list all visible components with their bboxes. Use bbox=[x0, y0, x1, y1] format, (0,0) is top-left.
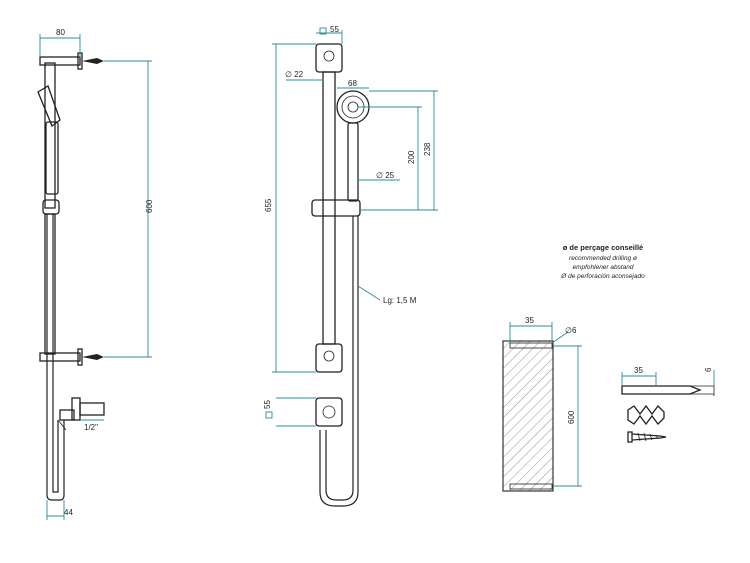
side-width-label: 80 bbox=[56, 28, 65, 37]
front-rail-dia-label: ∅ 22 bbox=[285, 70, 304, 79]
note-line2: empfohlener abstand bbox=[572, 264, 633, 271]
side-bottom-screw-icon bbox=[82, 354, 104, 360]
note-line1: recommended drilling ø bbox=[569, 255, 637, 262]
front-hand-200-label: 200 bbox=[407, 150, 416, 164]
fixing-detail: 35 6 bbox=[621, 366, 715, 443]
front-bracket-label: 55 bbox=[330, 25, 339, 34]
side-top-bracket bbox=[39, 56, 81, 66]
front-bottom-bracket-label: 55 bbox=[263, 400, 272, 409]
front-head-dia-label: 68 bbox=[348, 79, 357, 88]
side-wall-outlet bbox=[71, 397, 81, 421]
drill-dia-label: 6 bbox=[704, 367, 713, 372]
side-top-screw-icon bbox=[82, 58, 104, 64]
note-title: ø de perçage conseillé bbox=[563, 243, 643, 252]
front-rail bbox=[322, 71, 336, 345]
note-line3: Ø de perforación aconsejado bbox=[560, 273, 645, 280]
front-hose bbox=[325, 216, 354, 501]
side-height-label: 600 bbox=[145, 199, 154, 213]
wall-detail: 35 ∅6 600 bbox=[502, 316, 582, 492]
front-mid-bracket bbox=[315, 343, 343, 373]
side-rail-upper bbox=[44, 62, 56, 209]
side-rail-lower bbox=[44, 213, 56, 355]
front-outlet-bracket bbox=[315, 397, 343, 427]
side-hand-shower-head bbox=[37, 85, 61, 128]
side-view: 80 600 1/2" 44 bbox=[37, 28, 154, 520]
side-bottom-bracket bbox=[39, 352, 81, 362]
front-top-bracket bbox=[315, 43, 343, 73]
wall-plug-icon bbox=[627, 404, 665, 426]
wall-section bbox=[502, 340, 554, 492]
front-handle bbox=[347, 122, 359, 202]
front-hose-length-label: Lg: 1,5 M bbox=[383, 296, 417, 305]
side-hose bbox=[46, 214, 65, 501]
screw-icon bbox=[627, 431, 633, 443]
front-view: 55 ∅ 22 68 655 200 238 ∅ 25 Lg: 1,5 M 55 bbox=[263, 25, 438, 507]
drilling-note: ø de perçage conseillé recommended drill… bbox=[560, 243, 645, 280]
side-handle bbox=[45, 121, 59, 195]
drill-bit-icon bbox=[621, 385, 702, 395]
drill-length-label: 35 bbox=[634, 366, 643, 375]
side-bottom-label: 44 bbox=[64, 508, 73, 517]
front-handle-dia-label: ∅ 25 bbox=[376, 171, 395, 180]
front-hand-238-label: 238 bbox=[423, 142, 432, 156]
wall-width-label: 35 bbox=[525, 316, 534, 325]
front-slider bbox=[311, 199, 361, 217]
wall-hole-label: ∅6 bbox=[565, 326, 577, 335]
front-total-label: 655 bbox=[264, 198, 273, 212]
wall-height-label: 600 bbox=[567, 410, 576, 424]
side-inlet-label: 1/2" bbox=[84, 423, 98, 432]
